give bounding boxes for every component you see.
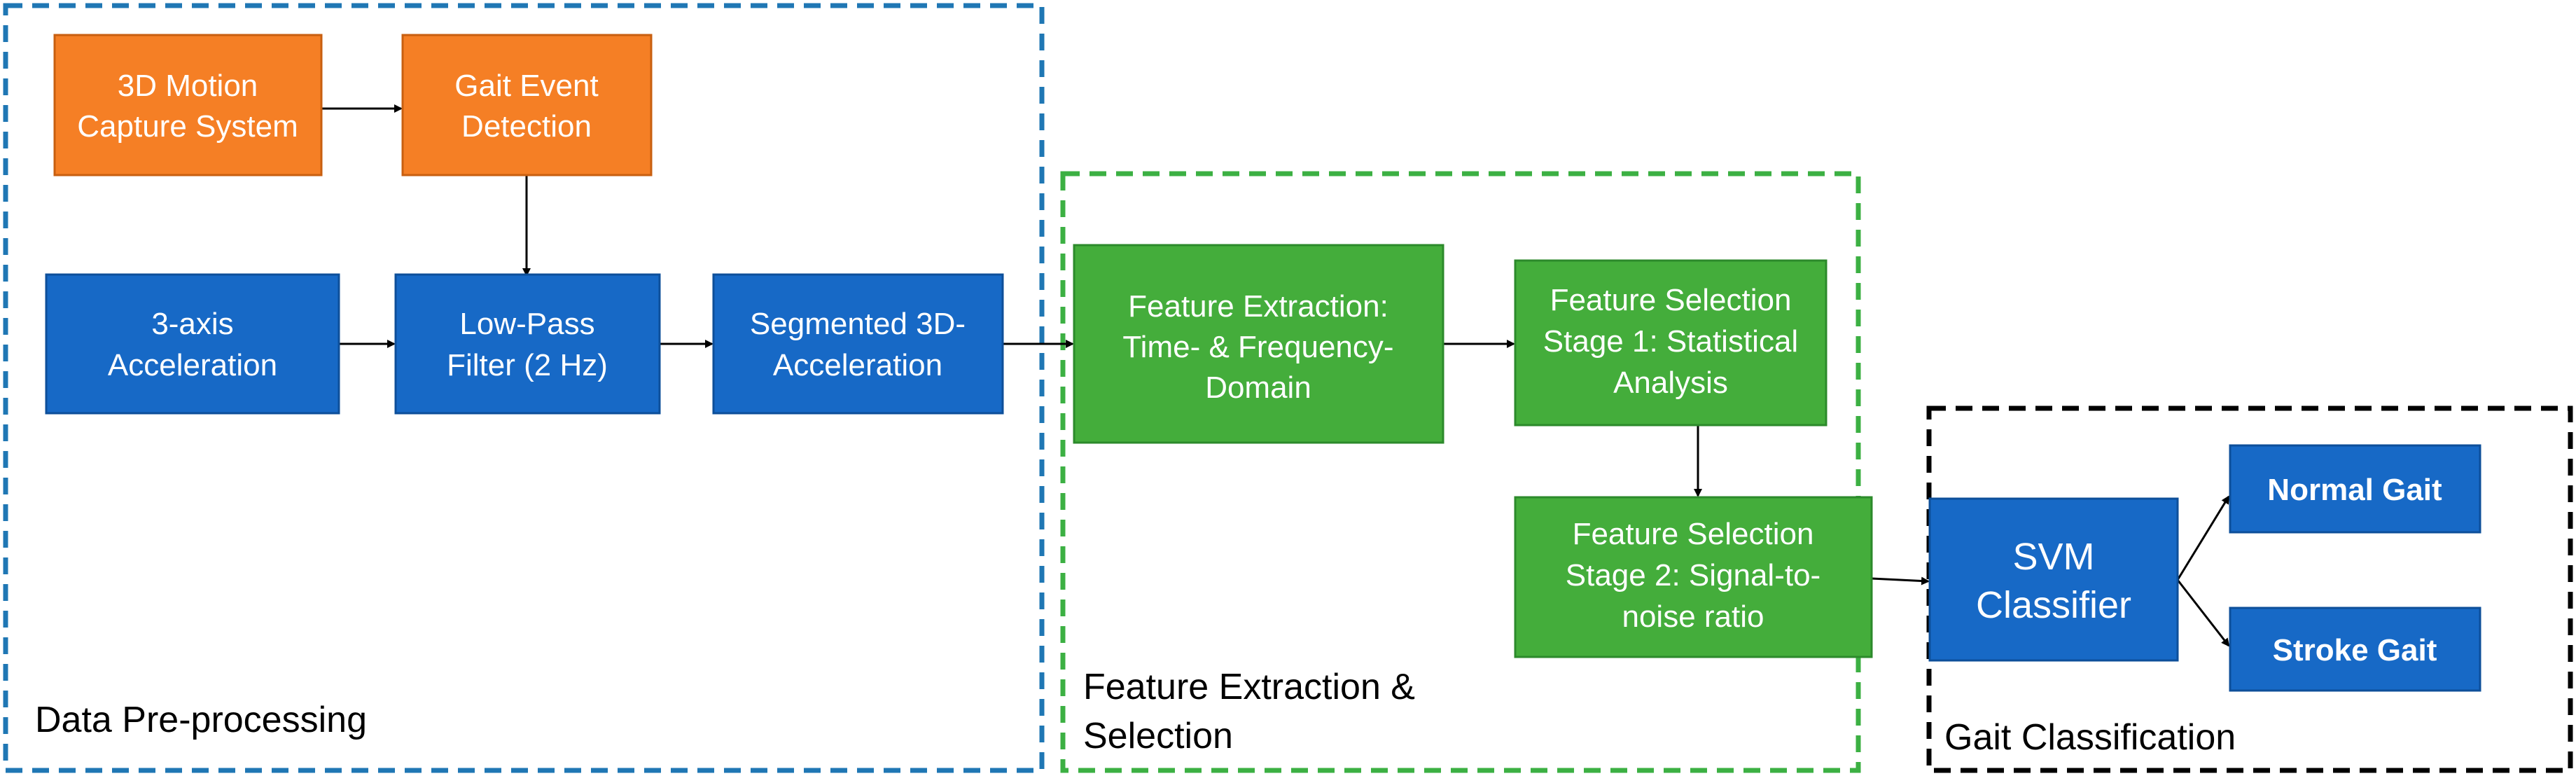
stage1-text-2: Stage 1: Statistical <box>1543 324 1798 359</box>
arrow-svm-to-normal <box>2176 495 2230 581</box>
gait-event-text-2: Detection <box>461 109 592 144</box>
normal-gait-box: Normal Gait <box>2229 444 2481 534</box>
acceleration-box: 3-axis Acceleration <box>45 273 340 415</box>
low-pass-text-1: Low-Pass <box>459 307 594 341</box>
feature-extraction-text-1: Feature Extraction: <box>1128 289 1388 324</box>
arrow-stage2-to-svm <box>1871 576 1930 585</box>
svm-text-1: SVM <box>2012 536 2094 578</box>
feature-extraction-box: Feature Extraction: Time- & Frequency- D… <box>1073 244 1444 444</box>
feature-extraction-text-2: Time- & Frequency- <box>1122 330 1393 364</box>
arrow-svm-to-stroke <box>2176 579 2230 647</box>
stage1-text-3: Analysis <box>1613 366 1728 400</box>
stroke-gait-box: Stroke Gait <box>2229 607 2481 692</box>
svm-text-2: Classifier <box>1976 584 2131 626</box>
gait-event-detection-box: Gait Event Detection <box>401 34 653 176</box>
acceleration-text-2: Acceleration <box>108 348 277 382</box>
motion-capture-text-2: Capture System <box>77 109 298 144</box>
low-pass-text-2: Filter (2 Hz) <box>447 348 608 382</box>
stage2-text-1: Feature Selection <box>1573 517 1814 551</box>
connector-arrows <box>321 104 2230 647</box>
segmented-text-1: Segmented 3D- <box>750 307 966 341</box>
selection-stage2-box: Feature Selection Stage 2: Signal-to- no… <box>1514 496 1873 658</box>
stroke-gait-text: Stroke Gait <box>2273 633 2437 667</box>
acceleration-text-1: 3-axis <box>151 307 233 341</box>
gait-event-text-1: Gait Event <box>454 69 598 103</box>
stage1-text-1: Feature Selection <box>1550 283 1792 317</box>
classification-group-label: Gait Classification <box>1944 717 2236 758</box>
motion-capture-text-1: 3D Motion <box>118 69 258 103</box>
selection-stage1-box: Feature Selection Stage 1: Statistical A… <box>1514 259 1827 427</box>
low-pass-filter-box: Low-Pass Filter (2 Hz) <box>394 273 661 415</box>
segmented-acceleration-box: Segmented 3D- Acceleration <box>712 273 1004 415</box>
extraction-group-label-line1: Feature Extraction & <box>1083 667 1415 707</box>
svm-classifier-box: SVM Classifier <box>1928 497 2179 662</box>
stage2-text-3: noise ratio <box>1622 600 1764 634</box>
motion-capture-box: 3D Motion Capture System <box>53 34 323 176</box>
segmented-text-2: Acceleration <box>773 348 942 382</box>
stage2-text-2: Stage 2: Signal-to- <box>1566 558 1820 593</box>
extraction-group-border <box>1060 171 1861 773</box>
normal-gait-text: Normal Gait <box>2267 473 2442 507</box>
preprocessing-group-label: Data Pre-processing <box>35 700 367 740</box>
preprocessing-group-border <box>3 3 1045 773</box>
feature-extraction-text-3: Domain <box>1205 370 1311 405</box>
extraction-group-label-line2: Selection <box>1083 716 1233 756</box>
